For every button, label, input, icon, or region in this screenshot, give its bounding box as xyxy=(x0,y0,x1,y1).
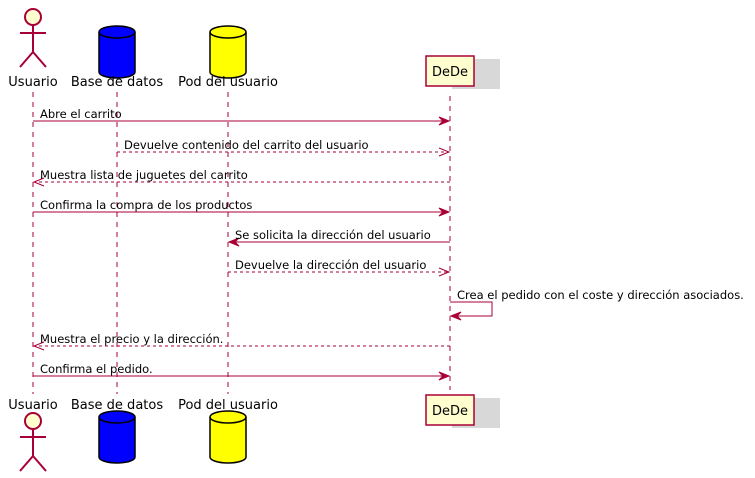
message-arrow xyxy=(450,301,493,317)
box xyxy=(425,55,475,87)
actor-head xyxy=(24,412,42,430)
database-body xyxy=(209,410,247,464)
participant-label-bottom: Usuario xyxy=(8,398,57,413)
database-rim xyxy=(209,31,247,39)
message-label: Devuelve la dirección del usuario xyxy=(235,258,426,272)
message-arrowhead xyxy=(438,116,451,126)
message-arrowhead xyxy=(438,207,451,217)
actor-leg-right xyxy=(32,455,47,472)
actor-icon-top xyxy=(19,8,47,68)
message-label: Muestra lista de juguetes del carrito xyxy=(40,168,248,182)
participant-box-bottom: DeDe xyxy=(425,394,500,428)
message-arrowhead xyxy=(438,371,451,381)
actor-head xyxy=(24,8,42,26)
message-label: Muestra el precio y la dirección. xyxy=(40,332,223,346)
message-label: Abre el carrito xyxy=(40,107,122,121)
database-rim xyxy=(98,31,136,39)
actor-leg-right xyxy=(32,51,47,68)
message-arrowhead xyxy=(438,147,451,157)
message-arrowhead xyxy=(438,267,451,277)
actor-leg-left xyxy=(19,51,34,68)
database-icon-bottom xyxy=(209,410,247,464)
database-body xyxy=(209,25,247,79)
message-label: Confirma el pedido. xyxy=(40,362,153,376)
participant-label-top: Pod del usuario xyxy=(178,75,278,90)
database-rim xyxy=(209,416,247,424)
actor-icon-bottom xyxy=(19,412,47,472)
database-body xyxy=(98,410,136,464)
participant-label-top: Base de datos xyxy=(71,75,163,90)
box xyxy=(425,394,475,426)
message-label: Crea el pedido con el coste y dirección … xyxy=(457,288,744,302)
message-arrowhead xyxy=(32,341,45,351)
message-arrowhead xyxy=(449,311,462,321)
participant-box-top: DeDe xyxy=(425,55,500,89)
message-label: Confirma la compra de los productos xyxy=(40,198,252,212)
database-icon-top xyxy=(98,25,136,79)
database-icon-top xyxy=(209,25,247,79)
actor-leg-left xyxy=(19,455,34,472)
database-rim xyxy=(98,416,136,424)
message-arrowhead xyxy=(32,177,45,187)
database-body xyxy=(98,25,136,79)
participant-label-bottom: Pod del usuario xyxy=(178,398,278,413)
participant-label-bottom: Base de datos xyxy=(71,398,163,413)
database-icon-bottom xyxy=(98,410,136,464)
participant-label-top: Usuario xyxy=(8,75,57,90)
message-arrowhead xyxy=(227,237,240,247)
message-label: Se solicita la dirección del usuario xyxy=(235,228,431,242)
participant-label: DeDe xyxy=(432,65,468,80)
message-label: Devuelve contenido del carrito del usuar… xyxy=(124,138,369,152)
participant-label: DeDe xyxy=(432,404,468,419)
